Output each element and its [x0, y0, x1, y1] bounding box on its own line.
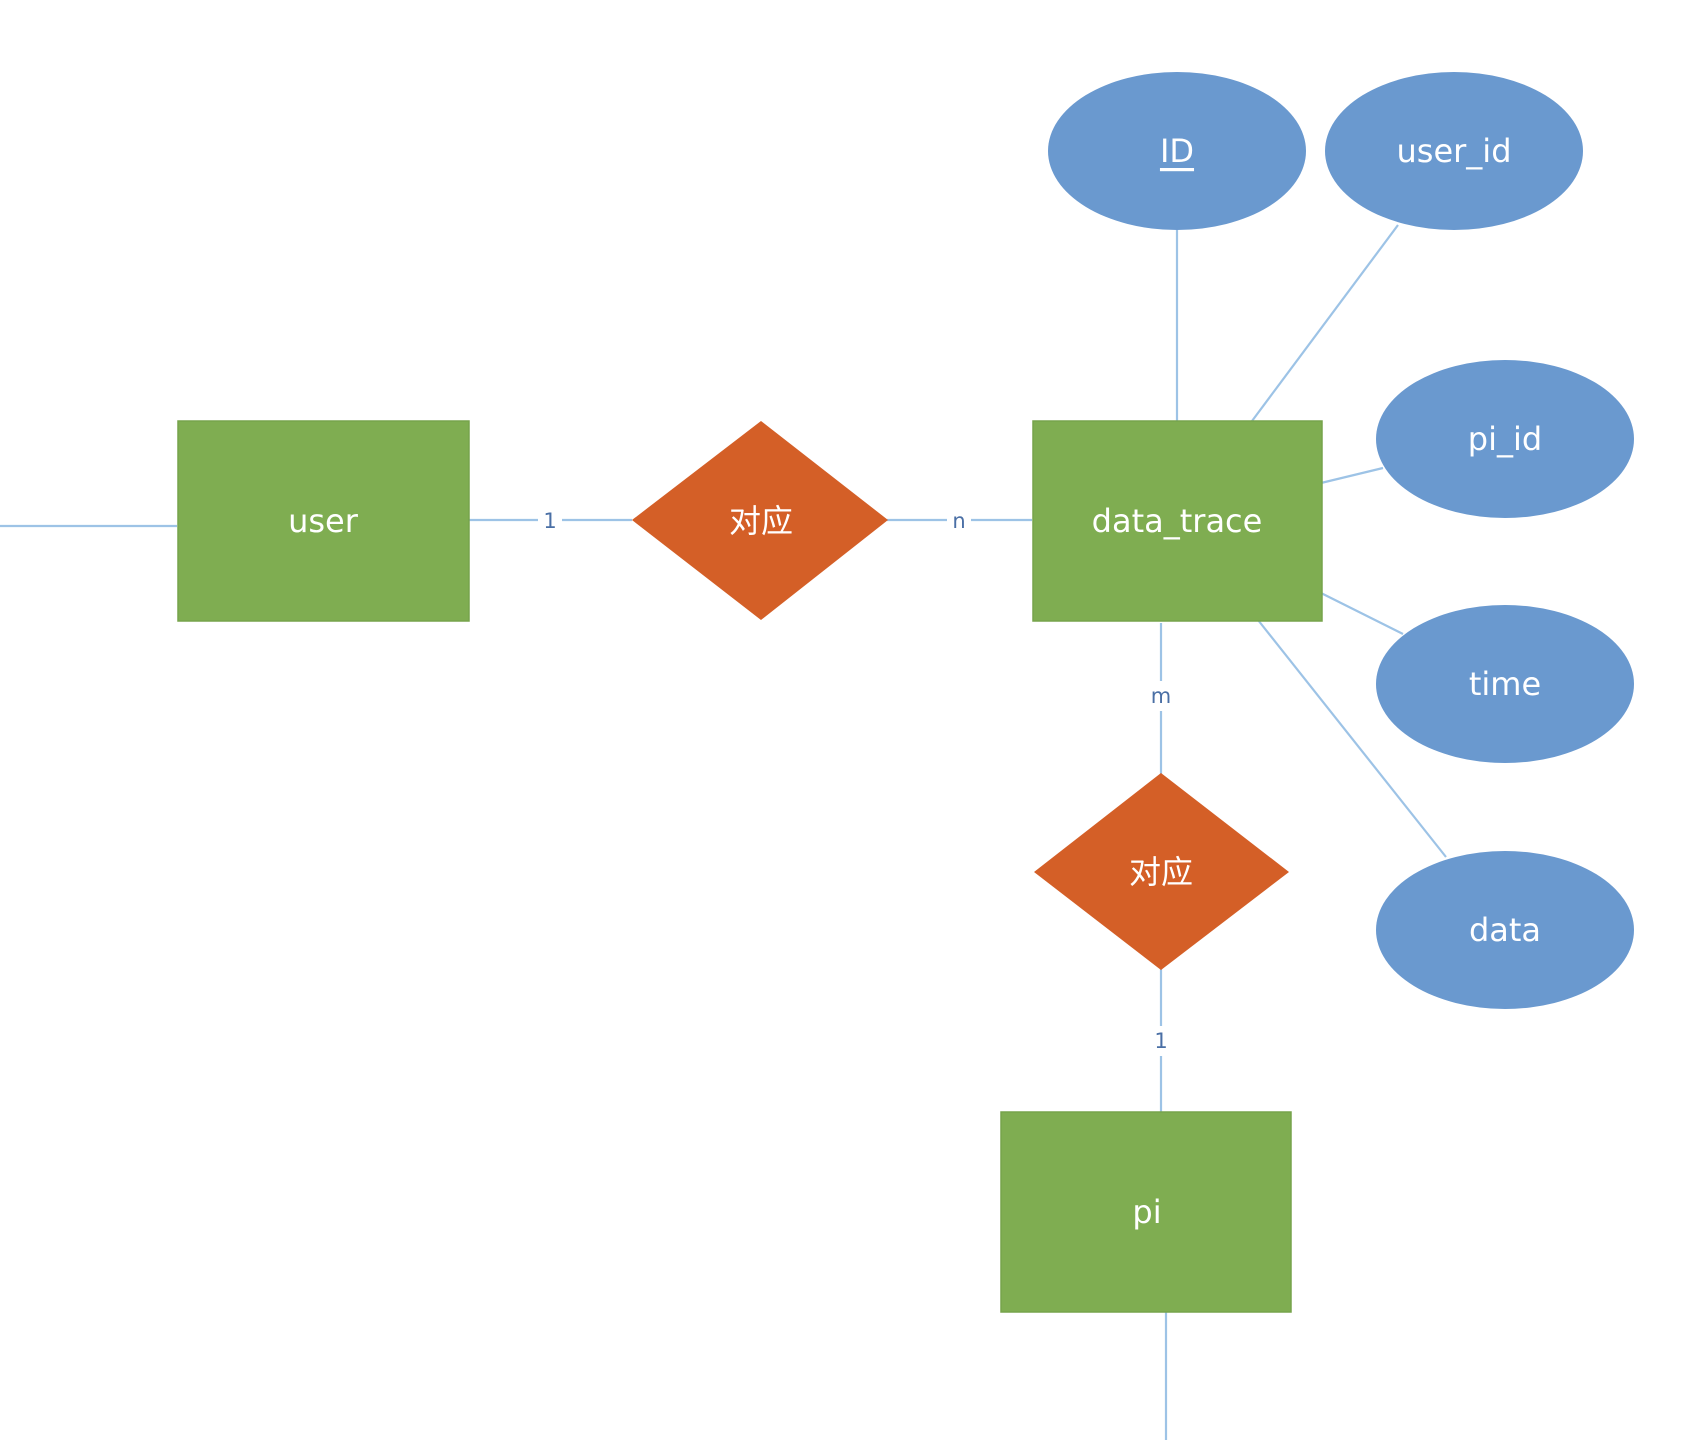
attribute-time[interactable]: time: [1376, 605, 1634, 763]
relationship-user-data-trace-label: 对应: [729, 502, 793, 540]
entity-user-label: user: [288, 502, 359, 540]
entity-pi-label: pi: [1132, 1193, 1161, 1231]
connector-data-trace-user-id: [1251, 224, 1399, 422]
attribute-data-label: data: [1469, 911, 1541, 949]
cardinality-pi-side: 1: [1154, 1029, 1167, 1053]
attribute-user-id-label: user_id: [1397, 132, 1512, 170]
attribute-id[interactable]: ID: [1048, 72, 1306, 230]
cardinality-labels: 1 n m 1: [538, 506, 1175, 1056]
entity-data-trace-label: data_trace: [1092, 502, 1263, 540]
attribute-pi-id-label: pi_id: [1468, 420, 1542, 458]
relationship-data-trace-pi-label: 对应: [1129, 853, 1193, 891]
relationship-data-trace-pi[interactable]: 对应: [1034, 773, 1289, 970]
connector-data-trace-data: [1257, 619, 1447, 858]
entity-pi[interactable]: pi: [1000, 1111, 1292, 1313]
attribute-time-label: time: [1469, 665, 1541, 703]
entity-user[interactable]: user: [177, 420, 470, 622]
relationship-user-data-trace[interactable]: 对应: [632, 421, 888, 620]
attribute-user-id[interactable]: user_id: [1325, 72, 1583, 230]
connector-data-trace-time: [1320, 592, 1404, 635]
cardinality-user-side: 1: [543, 509, 556, 533]
connector-data-trace-pi-id: [1320, 466, 1384, 485]
cardinality-data-trace-n: n: [952, 509, 965, 533]
cardinality-data-trace-m: m: [1151, 684, 1171, 708]
attribute-data[interactable]: data: [1376, 851, 1634, 1009]
attribute-id-label: ID: [1160, 132, 1194, 170]
attribute-pi-id[interactable]: pi_id: [1376, 360, 1634, 518]
entity-data-trace[interactable]: data_trace: [1032, 420, 1323, 622]
